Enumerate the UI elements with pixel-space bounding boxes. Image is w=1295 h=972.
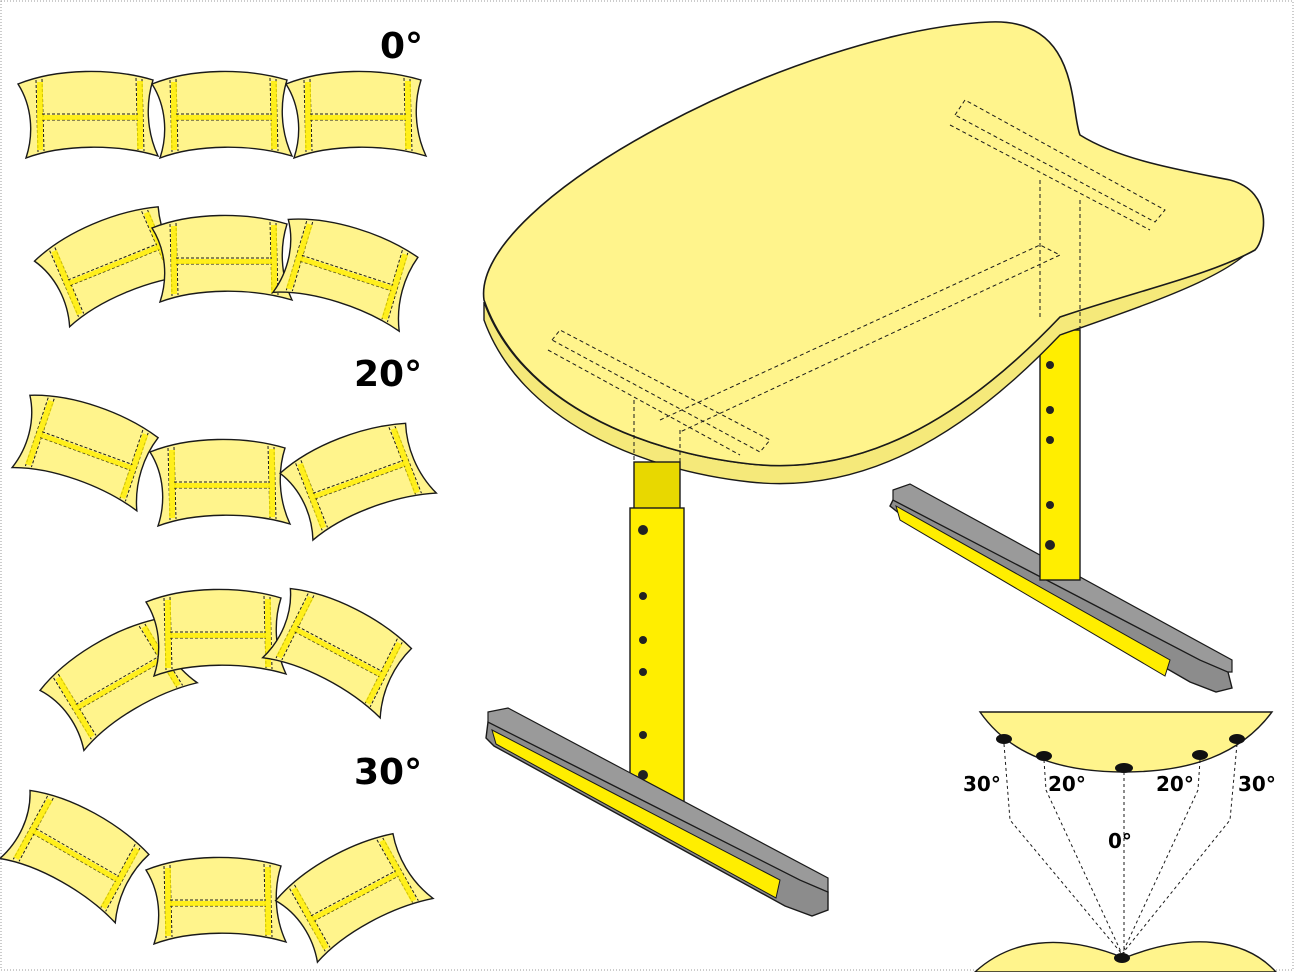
- back-leg: [1039, 329, 1081, 581]
- arrangement-4: [0, 778, 435, 967]
- table-top: [483, 21, 1265, 485]
- angle-label-30: 30°: [354, 752, 422, 793]
- inset-label-center: 0°: [1108, 829, 1132, 853]
- angle-label-20: 20°: [354, 354, 422, 395]
- arrangement-0: [17, 70, 427, 159]
- inset-label-left-outer: 30°: [963, 772, 1001, 796]
- inset-label-left-inner: 20°: [1048, 772, 1086, 796]
- angle-label-0: 0°: [380, 26, 423, 67]
- arrangement-1: [29, 196, 427, 334]
- desk-illustration: [483, 21, 1265, 917]
- arrangement-group: 0° 20° 30°: [0, 26, 438, 967]
- front-foot: [485, 707, 829, 917]
- angle-inset: 30° 20° 0° 20° 30°: [963, 711, 1277, 972]
- arrangement-2: [3, 382, 438, 544]
- arrangement-3: [33, 576, 421, 756]
- inset-label-right-outer: 30°: [1238, 772, 1276, 796]
- inset-label-right-inner: 20°: [1156, 772, 1194, 796]
- front-leg: [629, 461, 685, 809]
